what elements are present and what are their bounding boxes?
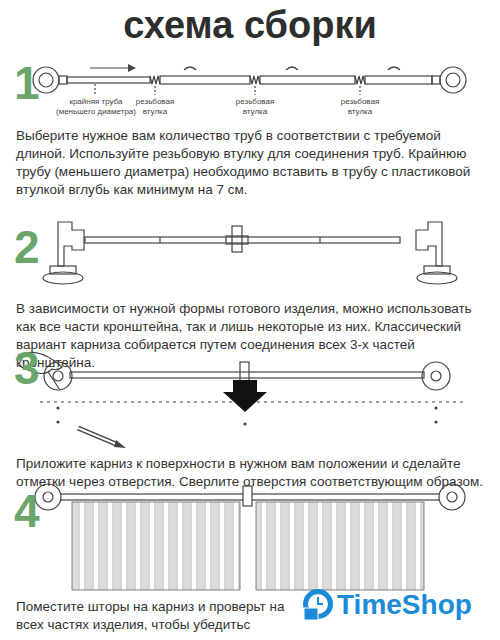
- illustration-part: [434, 420, 437, 423]
- illustration-part: [226, 236, 248, 244]
- illustration-part: [48, 372, 60, 390]
- illustration-part: [184, 67, 196, 70]
- part-label: резьбовая втулка: [132, 97, 178, 116]
- illustration-part: [128, 64, 136, 72]
- illustration-part: [304, 608, 318, 620]
- illustration-part: [150, 76, 160, 84]
- illustration-part: [250, 76, 260, 84]
- illustration-part: [431, 371, 441, 381]
- instruction-text: Поместите шторы на карниз и проверьт на …: [16, 598, 298, 634]
- step-number: 4: [14, 486, 50, 536]
- illustration-part: [416, 222, 442, 266]
- illustration-part: [243, 422, 246, 425]
- illustration-part: [78, 428, 116, 444]
- illustration-part: [43, 222, 457, 284]
- illustration-part: [388, 67, 400, 70]
- illustration-part: [43, 272, 83, 284]
- illustration-part: [56, 420, 59, 423]
- step-number: 2: [14, 222, 50, 272]
- illustration-part: [58, 222, 84, 266]
- illustration-part: [318, 597, 323, 604]
- instruction-text: Приложите карниз к поверхности в нужном …: [16, 455, 488, 491]
- illustration-part: [78, 428, 116, 444]
- illustration-part: [359, 86, 360, 95]
- illustration-part: [59, 76, 67, 84]
- illustration-part: [160, 76, 250, 84]
- illustration-part: [434, 406, 437, 409]
- illustration-part: [417, 272, 457, 284]
- illustration-part: [39, 73, 53, 87]
- illustration-part: [72, 502, 240, 590]
- illustration-part: [33, 67, 466, 95]
- illustration-part: [355, 76, 365, 84]
- illustration-part: [114, 440, 126, 448]
- illustration-part: [233, 380, 257, 392]
- illustration-part: [447, 492, 457, 502]
- illustration-part: [154, 86, 155, 95]
- illustration-part: [303, 589, 333, 619]
- illustration-part: [43, 492, 53, 502]
- part-label: резьбовая втулка: [337, 97, 383, 116]
- page-title: схема сборки: [0, 4, 500, 47]
- illustration-part: [432, 76, 440, 84]
- instruction-text: В зависимости от нужной формы готового и…: [16, 300, 488, 372]
- part-label: крайняя труба (меньшего диаметра): [52, 97, 140, 116]
- part-label: резьбовая втулка: [232, 97, 278, 116]
- step-number: 3: [14, 343, 50, 393]
- illustration-part: [232, 226, 242, 252]
- illustration-part: [56, 406, 437, 425]
- illustration-part: [256, 502, 424, 590]
- illustration-part: [286, 67, 298, 70]
- illustration-part: [319, 237, 320, 243]
- illustration-part: [254, 86, 255, 95]
- illustration-part: [159, 237, 160, 243]
- illustration-part: [422, 362, 450, 390]
- step-number: 1: [14, 58, 50, 108]
- illustration-part: [223, 392, 267, 412]
- illustration-part: [446, 73, 460, 87]
- watermark: TimeShop: [337, 589, 497, 621]
- illustration-part: [53, 371, 63, 381]
- illustration-part: [440, 67, 466, 93]
- illustration-part: [365, 76, 432, 84]
- illustration-part: [56, 406, 59, 409]
- instruction-text: Выберите нужное вам количество труб в со…: [16, 127, 488, 199]
- illustration-part: [94, 84, 95, 95]
- illustration-part: [67, 77, 150, 83]
- illustration-part: [90, 67, 128, 68]
- illustration-part: [260, 76, 355, 84]
- illustration-part: [70, 372, 424, 378]
